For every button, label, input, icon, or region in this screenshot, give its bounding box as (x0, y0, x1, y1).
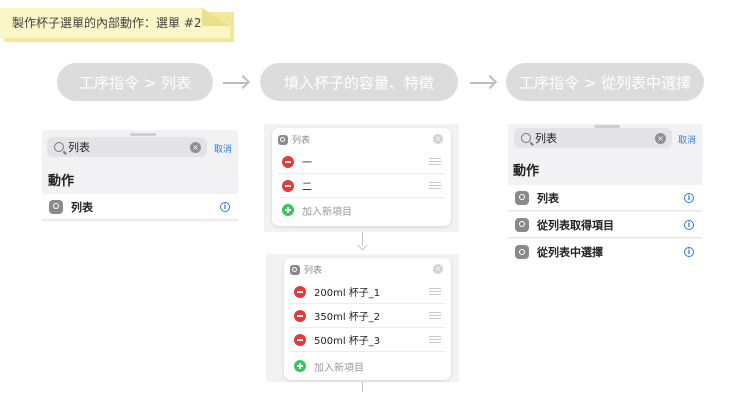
gear-icon (515, 217, 529, 232)
connector-line (362, 232, 363, 246)
connector-line (362, 382, 363, 392)
arrow-right-icon (470, 82, 494, 84)
gear-icon (515, 245, 529, 259)
delete-icon[interactable] (294, 309, 306, 322)
gear-icon (515, 190, 529, 205)
action-label: 從列表中選擇 (537, 246, 603, 259)
search-input[interactable]: 列表 × (47, 137, 207, 157)
list-editor-panel-top: 列表 × 一 二 加入新項目 (264, 124, 459, 232)
search-value: 列表 (535, 132, 557, 145)
drag-handle-icon[interactable] (429, 182, 441, 189)
card-header: 列表 (290, 263, 322, 276)
section-heading: 動作 (48, 174, 75, 189)
info-icon[interactable]: i (220, 201, 230, 212)
search-value: 列表 (68, 141, 90, 154)
list-item-label[interactable]: 500ml 杯子_3 (314, 336, 381, 347)
action-label: 列表 (537, 191, 559, 205)
delete-icon[interactable] (282, 179, 294, 192)
list-item-label[interactable]: 一 (302, 158, 312, 169)
drag-handle-icon[interactable] (429, 312, 441, 319)
clear-icon[interactable]: × (655, 132, 666, 144)
drag-handle-icon[interactable] (429, 288, 441, 295)
list-item[interactable]: 一 (278, 150, 445, 174)
card-title: 列表 (292, 136, 311, 146)
list-item-label[interactable]: 350ml 杯子_2 (314, 312, 381, 323)
info-icon[interactable]: i (684, 219, 694, 230)
drag-handle-icon[interactable] (429, 158, 441, 165)
sheet-handle[interactable] (594, 125, 620, 128)
action-label: 從列表取得項目 (537, 218, 614, 232)
close-icon[interactable]: × (433, 134, 443, 144)
actions-search-panel-left: 列表 × 取消 動作 列表 i (42, 130, 238, 222)
delete-icon[interactable] (294, 285, 306, 298)
step-pill-list-action: 工序指令 > 列表 (57, 63, 213, 101)
list-item[interactable]: 200ml 杯子_1 (290, 280, 445, 304)
action-row-get-item[interactable]: 從列表取得項目 i (508, 212, 702, 238)
title-sticky-note: 製作杯子選單的內部動作：選單 #2 (0, 8, 236, 42)
list-item[interactable]: 二 (278, 174, 445, 198)
action-row-list[interactable]: 列表 i (508, 185, 702, 211)
list-item-label[interactable]: 200ml 杯子_1 (314, 288, 381, 299)
gear-icon (290, 264, 300, 275)
clear-icon[interactable]: × (190, 141, 201, 153)
info-icon[interactable]: i (684, 247, 694, 257)
action-label: 列表 (71, 200, 93, 214)
list-card: 列表 × 一 二 加入新項目 (272, 128, 451, 226)
list-card: 列表 × 200ml 杯子_1 350ml 杯子_2 500ml 杯子_3 加入… (284, 258, 451, 380)
list-item-label[interactable]: 二 (302, 182, 312, 193)
list-editor-panel-bottom: 列表 × 200ml 杯子_1 350ml 杯子_2 500ml 杯子_3 加入… (266, 254, 459, 382)
card-title: 列表 (304, 266, 323, 276)
add-item-row[interactable]: 加入新項目 (278, 198, 445, 222)
action-row-choose-from-list[interactable]: 從列表中選擇 i (508, 239, 702, 265)
close-icon[interactable]: × (433, 264, 443, 274)
step-pill-fill-cups: 填入杯子的容量、特徵 (260, 63, 458, 101)
step-pill-choose-from-list: 工序指令 > 從列表中選擇 (506, 63, 704, 101)
add-item-row[interactable]: 加入新項目 (290, 354, 445, 378)
arrow-right-icon (223, 82, 247, 84)
page-title: 製作杯子選單的內部動作：選單 #2 (12, 16, 202, 30)
action-row-list[interactable]: 列表 i (42, 194, 238, 220)
drag-handle-icon[interactable] (429, 336, 441, 343)
arrow-down-icon (357, 240, 368, 251)
section-heading: 動作 (513, 164, 540, 179)
cancel-button[interactable]: 取消 (678, 136, 697, 146)
sheet-handle[interactable] (130, 133, 156, 136)
delete-icon[interactable] (282, 155, 294, 168)
info-icon[interactable]: i (684, 192, 694, 203)
add-item-label[interactable]: 加入新項目 (314, 362, 364, 374)
list-item[interactable]: 350ml 杯子_2 (290, 304, 445, 328)
search-icon (521, 133, 531, 143)
cancel-button[interactable]: 取消 (214, 145, 233, 155)
search-icon (54, 142, 64, 152)
actions-search-panel-right: 列表 × 取消 動作 列表 i 從列表取得項目 i 從列表中選擇 i (508, 124, 702, 265)
gear-icon (278, 134, 288, 145)
add-icon[interactable] (282, 204, 294, 216)
card-header: 列表 (278, 133, 310, 146)
delete-icon[interactable] (294, 333, 306, 346)
add-icon[interactable] (294, 360, 306, 372)
search-input[interactable]: 列表 × (514, 128, 672, 148)
gear-icon (49, 199, 63, 214)
add-item-label[interactable]: 加入新項目 (302, 206, 352, 218)
list-item[interactable]: 500ml 杯子_3 (290, 328, 445, 352)
